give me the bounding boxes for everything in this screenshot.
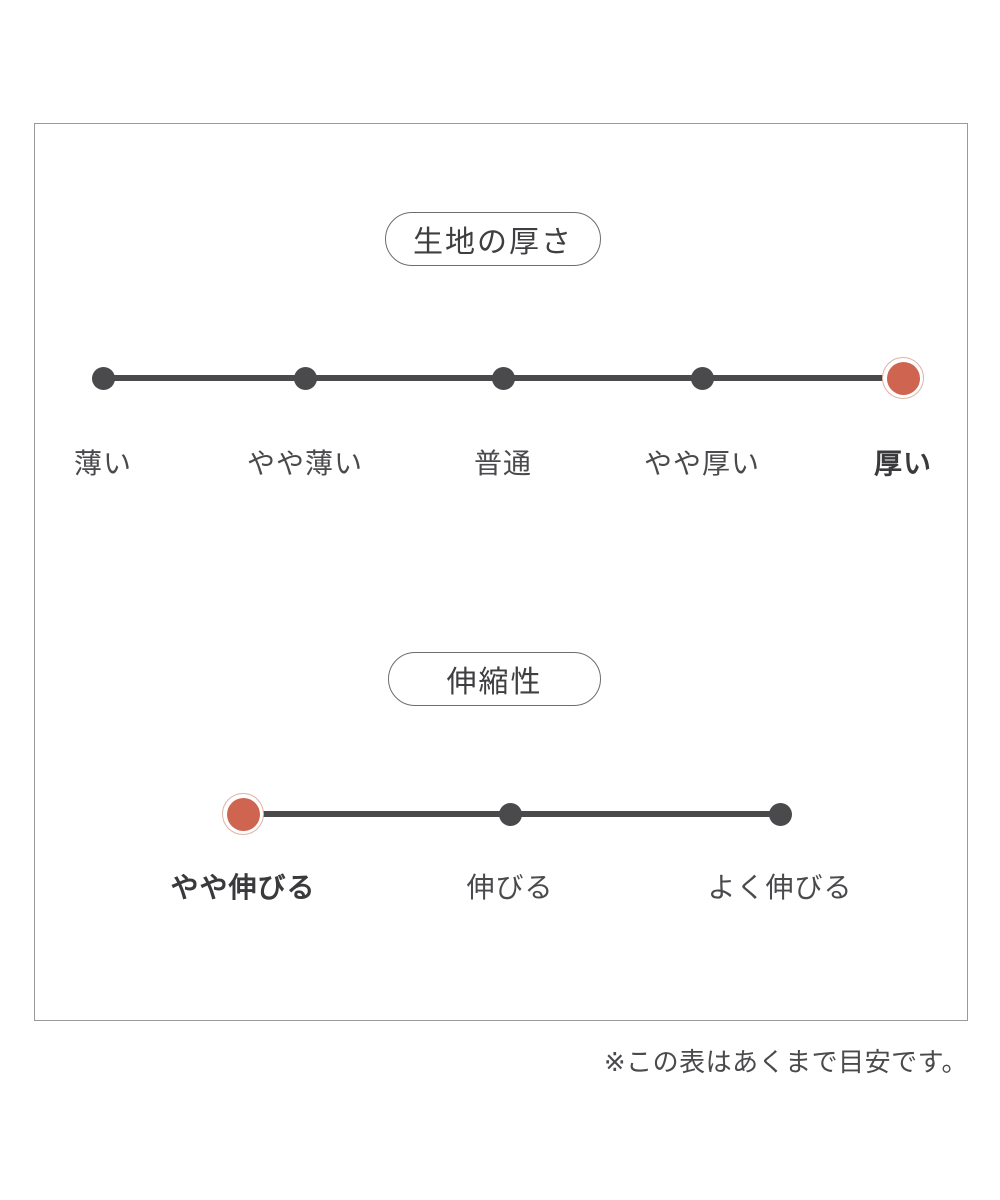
stretch-dot <box>768 802 792 826</box>
thickness-dot <box>491 366 515 390</box>
thickness-dot-selected <box>882 357 924 399</box>
stretch-dot-selected <box>222 793 264 835</box>
stretch-dot <box>498 802 522 826</box>
thickness-tick-label: 普通 <box>473 448 533 479</box>
thickness-dot <box>91 366 115 390</box>
thickness-dot <box>690 366 714 390</box>
spec-panel <box>34 123 968 1021</box>
thickness-tick-label: やや厚い <box>643 448 761 479</box>
thickness-dot <box>293 366 317 390</box>
disclaimer-note: ※この表はあくまで目安です。 <box>603 1047 968 1077</box>
section-heading-stretch: 伸縮性 <box>388 652 601 706</box>
section-heading-thickness: 生地の厚さ <box>385 212 601 266</box>
stretch-tick-label: よく伸びる <box>707 872 853 903</box>
stretch-tick-label: やや伸びる <box>170 872 316 903</box>
thickness-tick-label: 厚い <box>873 448 933 479</box>
stretch-tick-label: 伸びる <box>466 872 554 903</box>
thickness-tick-label: 薄い <box>73 448 133 479</box>
thickness-tick-label: やや薄い <box>246 448 364 479</box>
